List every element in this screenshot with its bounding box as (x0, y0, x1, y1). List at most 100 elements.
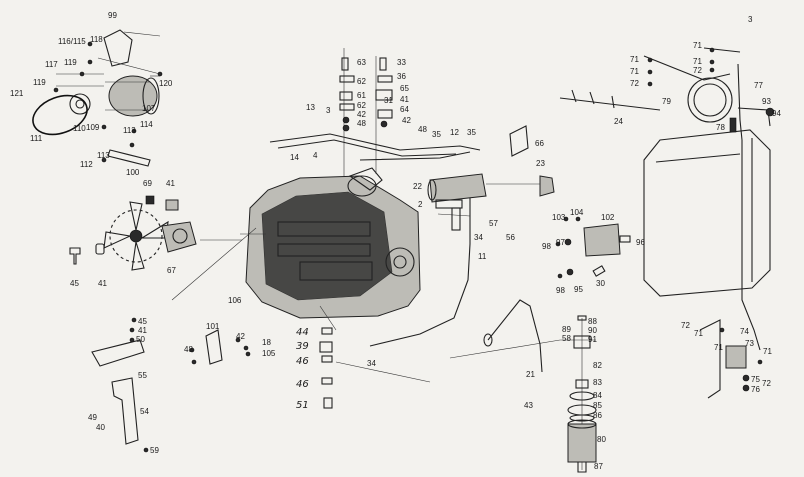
callout-64: 64 (400, 105, 409, 114)
callout-107: 107 (142, 104, 156, 113)
callout-41: 41 (138, 326, 147, 335)
callout-102: 102 (601, 213, 615, 222)
fuel-filter-assembly (427, 125, 555, 231)
callout-99: 99 (108, 11, 117, 20)
callout-113: 113 (97, 151, 110, 160)
callout-58: 58 (562, 334, 571, 343)
callout-31: 31 (384, 96, 393, 105)
callout-106: 106 (228, 296, 242, 305)
fan-group (69, 195, 197, 271)
callout-88: 88 (588, 317, 597, 326)
callout-11: 11 (478, 252, 487, 261)
injector-hardware (339, 57, 393, 132)
callout-2: 2 (418, 200, 423, 209)
callout-120: 120 (159, 79, 173, 88)
callout-34: 34 (474, 233, 483, 242)
callout-46: 46 (296, 379, 309, 390)
callout-48: 48 (184, 345, 193, 354)
callout-45: 45 (138, 317, 147, 326)
callout-50: 50 (136, 335, 145, 344)
rail (559, 89, 661, 111)
callout-110: 110 (73, 124, 86, 133)
callout-121: 121 (10, 89, 24, 98)
alternator-pulley (69, 93, 91, 115)
hub-spacer (165, 199, 179, 211)
callout-87: 87 (594, 462, 603, 471)
callout-74: 74 (740, 327, 749, 336)
adjusting-strap (107, 149, 151, 167)
callout-80: 80 (597, 435, 606, 444)
callout-12: 12 (450, 128, 459, 137)
alternator-group (32, 29, 163, 167)
callout-65: 65 (400, 84, 409, 93)
callout-85: 85 (593, 401, 602, 410)
callout-71: 71 (630, 55, 639, 64)
callout-41: 41 (98, 279, 107, 288)
callout-54: 54 (140, 407, 149, 416)
callout-41: 41 (400, 95, 409, 104)
v-belt (32, 94, 88, 136)
callout-42: 42 (402, 116, 411, 125)
callout-114: 114 (140, 120, 153, 129)
callout-89: 89 (562, 325, 571, 334)
callout-labels: 116/115 118 99 117 119 119 120 121 107 1… (10, 11, 781, 471)
callout-82: 82 (593, 361, 602, 370)
callout-71: 71 (630, 67, 639, 76)
callout-78: 78 (716, 123, 725, 132)
callout-44: 44 (296, 327, 309, 338)
callout-23: 23 (536, 159, 545, 168)
callout-71: 71 (763, 347, 772, 356)
callout-96: 96 (636, 238, 645, 247)
callout-61: 61 (357, 91, 366, 100)
bracket-101 (205, 329, 251, 365)
callout-118: 118 (90, 35, 103, 44)
callout-75: 75 (751, 375, 760, 384)
callout-71: 71 (693, 57, 702, 66)
callout-62: 62 (357, 77, 366, 86)
callout-71: 71 (693, 41, 702, 50)
callout-33: 33 (397, 58, 406, 67)
callout-59: 59 (150, 446, 159, 455)
callout-71: 71 (694, 329, 703, 338)
callout-57: 57 (489, 219, 498, 228)
fan-blade (103, 201, 169, 271)
callout-72: 72 (630, 79, 639, 88)
alternator-body (108, 75, 158, 117)
callout-48: 48 (357, 119, 366, 128)
callout-48: 48 (418, 125, 427, 134)
callout-49: 49 (88, 413, 97, 422)
fuel-tank (643, 47, 775, 399)
callout-71: 71 (714, 343, 723, 352)
callout-24: 24 (614, 117, 623, 126)
callout-42: 42 (236, 332, 245, 341)
callout-40: 40 (96, 423, 105, 432)
callout-116: 116/115 (58, 37, 86, 46)
callout-111: 111 (30, 134, 43, 143)
callout-30: 30 (596, 279, 605, 288)
callout-4: 4 (313, 151, 318, 160)
callout-21: 21 (526, 370, 535, 379)
drain-plug-stack (319, 327, 333, 409)
callout-100: 100 (126, 168, 140, 177)
callout-41: 41 (166, 179, 175, 188)
callout-69: 69 (143, 179, 152, 188)
fan-hub (161, 221, 197, 253)
oil-filter-group (567, 315, 597, 473)
fan-bolt (69, 247, 81, 265)
callout-86: 86 (593, 411, 602, 420)
callout-63: 63 (357, 58, 366, 67)
callout-35: 35 (467, 128, 476, 137)
callout-98: 98 (542, 242, 551, 251)
callout-62: 62 (357, 101, 366, 110)
callout-56: 56 (506, 233, 515, 242)
corner-mark: 3 (748, 15, 753, 24)
callout-109: 109 (86, 123, 100, 132)
callout-35: 35 (432, 130, 441, 139)
callout-18: 18 (262, 338, 271, 347)
mount-bracket-group (555, 216, 631, 279)
callout-39: 39 (296, 341, 309, 352)
callout-46: 46 (296, 356, 309, 367)
callout-45: 45 (70, 279, 79, 288)
callout-79: 79 (662, 97, 671, 106)
callout-98: 98 (556, 286, 565, 295)
